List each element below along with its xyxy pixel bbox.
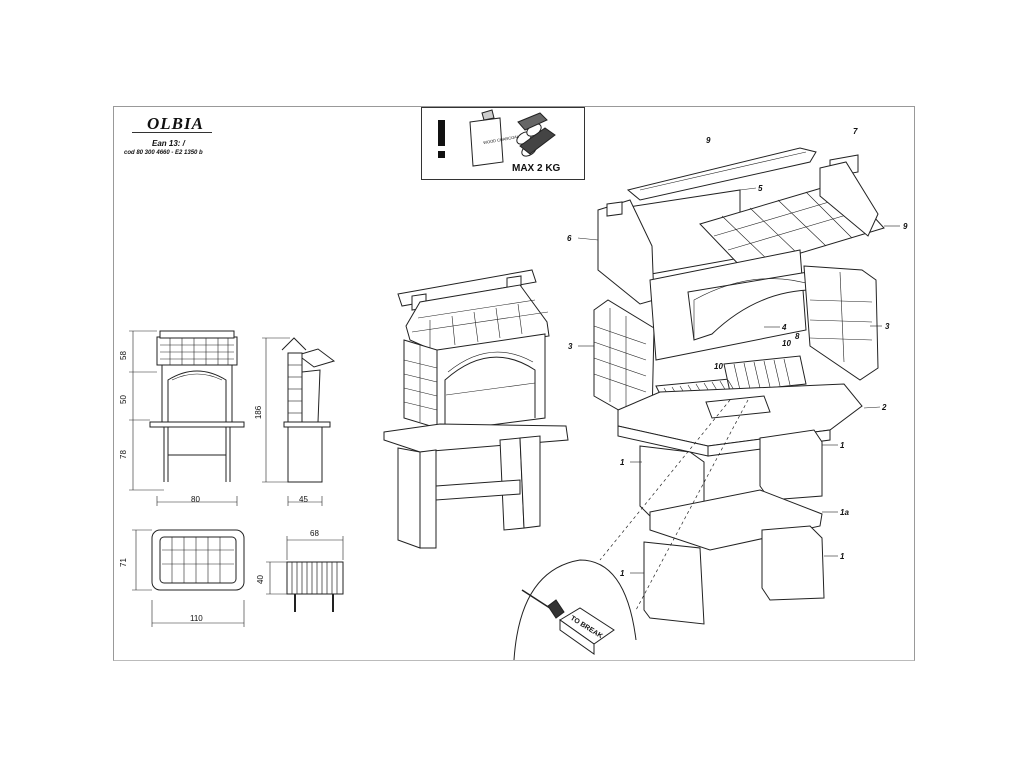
top-view xyxy=(151,529,245,591)
part-label-1a: 1a xyxy=(840,508,849,517)
wood-logs-icon xyxy=(516,112,556,157)
part-label-7: 7 xyxy=(853,127,858,136)
dim-side-depth: 45 xyxy=(299,495,308,504)
part-label-1-b: 1 xyxy=(840,441,845,450)
part-label-1-a: 1 xyxy=(620,458,625,467)
part-label-10-b: 10 xyxy=(714,362,723,371)
dim-grill-width: 68 xyxy=(310,529,319,538)
product-code: cod 80 300 4660 - E2 1350 b xyxy=(124,150,203,156)
assembled-view xyxy=(383,269,569,549)
part-label-6: 6 xyxy=(567,234,572,243)
part-label-1-c: 1 xyxy=(620,569,625,578)
break-tab-detail xyxy=(513,559,637,661)
front-view xyxy=(149,330,245,482)
exploded-view xyxy=(593,147,885,625)
side-view xyxy=(281,337,336,483)
grill-view xyxy=(286,561,344,612)
part-label-2: 2 xyxy=(882,403,887,412)
title-underline xyxy=(132,132,212,133)
charcoal-bag-icon xyxy=(469,109,504,167)
dim-top-width: 110 xyxy=(190,614,203,623)
part-label-4: 4 xyxy=(782,323,787,332)
part-label-10-a: 10 xyxy=(782,339,791,348)
part-label-9-top: 9 xyxy=(706,136,711,145)
exclamation-icon xyxy=(438,120,445,158)
ean-code: Ean 13: / xyxy=(152,139,185,148)
product-title: OLBIA xyxy=(147,114,204,133)
part-label-3-left: 3 xyxy=(568,342,573,351)
dim-front-width: 80 xyxy=(191,495,200,504)
part-label-9-right: 9 xyxy=(903,222,908,231)
max-load-label: MAX 2 KG xyxy=(512,163,561,174)
part-label-3-right: 3 xyxy=(885,322,890,331)
fuel-warning-box xyxy=(421,107,585,180)
drawing-sheet xyxy=(113,106,915,661)
part-label-5: 5 xyxy=(758,184,763,193)
part-label-1-d: 1 xyxy=(840,552,845,561)
part-label-8: 8 xyxy=(795,332,800,341)
